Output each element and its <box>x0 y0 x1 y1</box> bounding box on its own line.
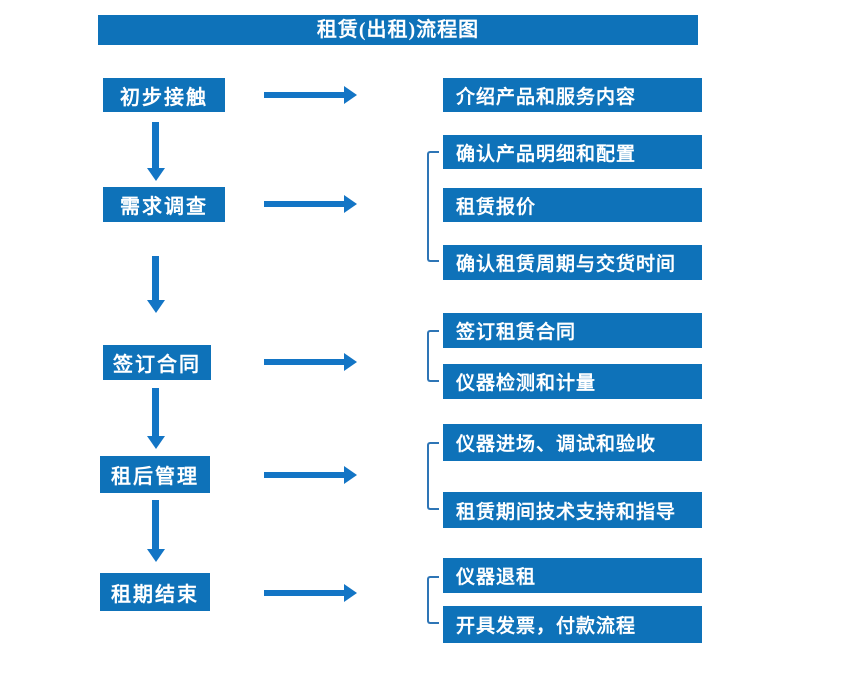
output-box-instrument-setup: 仪器进场、调试和验收 <box>443 424 702 461</box>
output-box-confirm-period: 确认租赁周期与交货时间 <box>443 245 702 280</box>
step-box-post-rental: 租后管理 <box>100 456 210 493</box>
arrow-right-4-icon <box>264 472 344 478</box>
step-box-rental-end: 租期结束 <box>100 573 210 611</box>
bracket-group-sign-contract <box>427 330 439 382</box>
step-box-demand-survey: 需求调查 <box>103 187 225 222</box>
arrow-down-2-icon <box>152 256 159 300</box>
arrow-down-3-icon <box>152 388 159 436</box>
bracket-group-demand-survey <box>427 151 439 262</box>
output-box-tech-support: 租赁期间技术支持和指导 <box>443 492 702 528</box>
output-box-confirm-details: 确认产品明细和配置 <box>443 135 702 169</box>
arrow-right-2-icon <box>264 201 344 207</box>
arrow-right-5-icon <box>264 590 344 596</box>
arrow-down-1-icon <box>152 122 159 168</box>
output-box-invoice-payment: 开具发票，付款流程 <box>443 606 702 643</box>
bracket-group-post-rental <box>427 442 439 510</box>
output-box-introduce-products: 介绍产品和服务内容 <box>443 78 702 112</box>
output-box-instrument-return: 仪器退租 <box>443 558 702 593</box>
flowchart-title: 租赁(出租)流程图 <box>98 15 698 45</box>
output-box-instrument-testing: 仪器检测和计量 <box>443 364 702 399</box>
step-box-sign-contract: 签订合同 <box>103 345 211 380</box>
arrow-right-3-icon <box>264 359 344 365</box>
bracket-group-rental-end <box>427 576 439 624</box>
arrow-right-1-icon <box>264 92 344 98</box>
arrow-down-4-icon <box>152 500 159 549</box>
output-box-sign-rental-contract: 签订租赁合同 <box>443 313 702 348</box>
step-box-initial-contact: 初步接触 <box>103 78 225 112</box>
output-box-rental-quote: 租赁报价 <box>443 188 702 222</box>
